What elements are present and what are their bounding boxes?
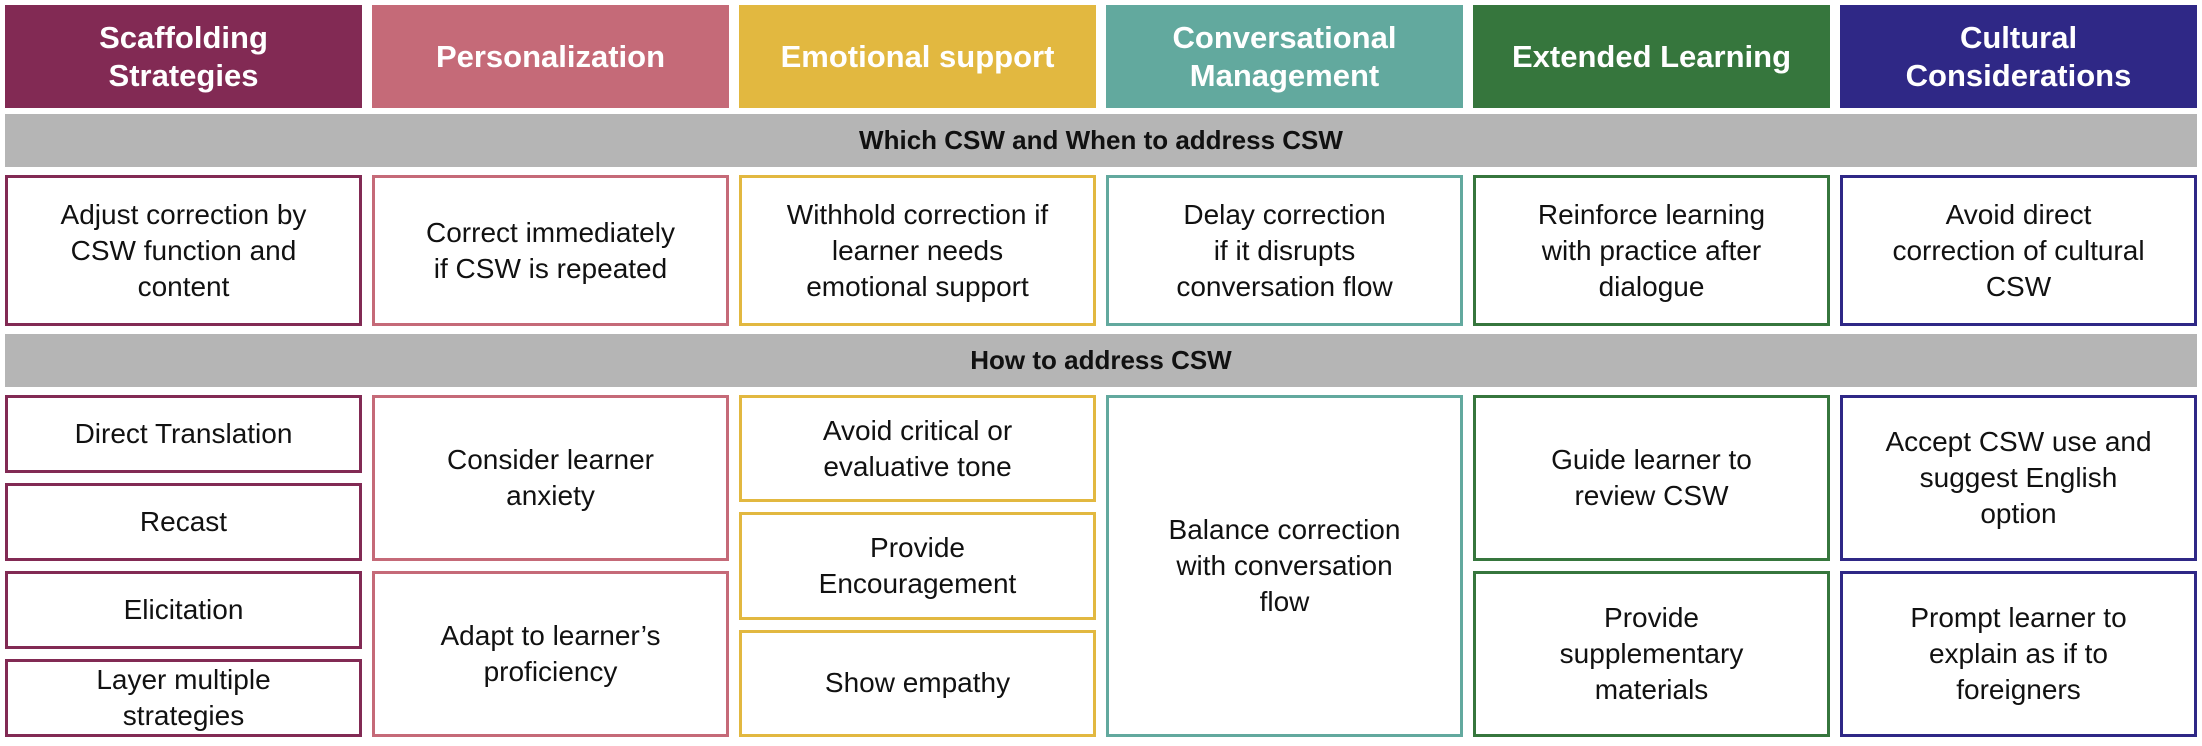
how-box-scaffolding-strategies-3: Elicitation xyxy=(5,571,362,649)
column-header-cultural-considerations: Cultural Considerations xyxy=(1840,5,2197,108)
when-box-cultural-considerations: Avoid direct correction of cultural CSW xyxy=(1840,175,2197,326)
how-box-scaffolding-strategies-1: Direct Translation xyxy=(5,395,362,473)
how-box-conversational-management-1: Balance correction with conversation flo… xyxy=(1106,395,1463,737)
how-box-personalization-1: Consider learner anxiety xyxy=(372,395,729,561)
column-header-emotional-support: Emotional support xyxy=(739,5,1096,108)
how-box-personalization-2: Adapt to learner’s proficiency xyxy=(372,571,729,737)
how-box-scaffolding-strategies-4: Layer multiple strategies xyxy=(5,659,362,737)
how-box-emotional-support-1: Avoid critical or evaluative tone xyxy=(739,395,1096,503)
band-how: How to address CSW xyxy=(5,334,2197,387)
band-which-when-label: Which CSW and When to address CSW xyxy=(859,125,1343,155)
how-box-cultural-considerations-1: Accept CSW use and suggest English optio… xyxy=(1840,395,2197,561)
column-header-scaffolding-strategies: Scaffolding Strategies xyxy=(5,5,362,108)
how-box-extended-learning-2: Provide supplementary materials xyxy=(1473,571,1830,737)
when-box-emotional-support: Withhold correction if learner needs emo… xyxy=(739,175,1096,326)
column-header-personalization: Personalization xyxy=(372,5,729,108)
how-box-extended-learning-1: Guide learner to review CSW xyxy=(1473,395,1830,561)
column-header-extended-learning: Extended Learning xyxy=(1473,5,1830,108)
how-box-cultural-considerations-2: Prompt learner to explain as if to forei… xyxy=(1840,571,2197,737)
column-header-conversational-management: Conversational Management xyxy=(1106,5,1463,108)
when-box-extended-learning: Reinforce learning with practice after d… xyxy=(1473,175,1830,326)
band-how-label: How to address CSW xyxy=(970,345,1232,375)
band-which-when: Which CSW and When to address CSW xyxy=(5,114,2197,167)
how-box-scaffolding-strategies-2: Recast xyxy=(5,483,362,561)
when-box-conversational-management: Delay correction if it disrupts conversa… xyxy=(1106,175,1463,326)
how-box-emotional-support-3: Show empathy xyxy=(739,629,1096,737)
when-box-personalization: Correct immediately if CSW is repeated xyxy=(372,175,729,326)
how-box-emotional-support-2: Provide Encouragement xyxy=(739,512,1096,620)
when-box-scaffolding-strategies: Adjust correction by CSW function and co… xyxy=(5,175,362,326)
